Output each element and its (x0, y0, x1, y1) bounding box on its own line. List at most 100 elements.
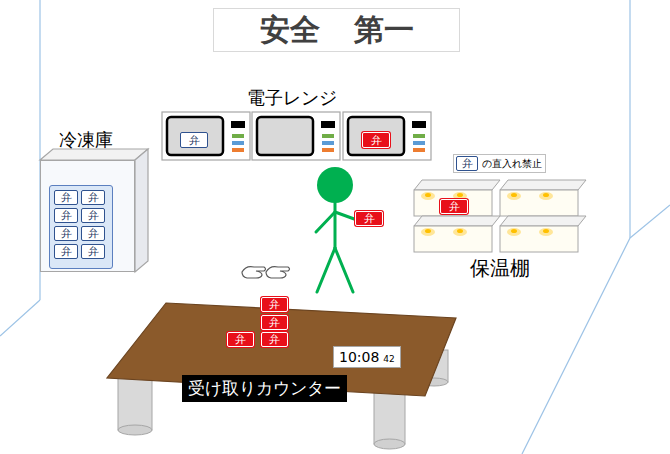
shelf-compartment (500, 190, 578, 216)
bento-box: 弁 (261, 297, 288, 312)
reception-counter: 受け取りカウンター弁弁弁弁10:0842 (105, 290, 455, 402)
warming-shelf (414, 180, 586, 252)
bento-box: 弁 (54, 244, 78, 259)
bento-mark: 弁 (269, 317, 280, 328)
bento-box: 弁 (54, 190, 78, 205)
heat-lamp (425, 193, 431, 197)
bento-box: 弁 (261, 332, 288, 347)
bento-box: 弁 (261, 315, 288, 330)
hand-gesture-icons (242, 267, 290, 278)
heat-lamp (511, 229, 517, 233)
microwave (343, 112, 431, 160)
shelf-top (500, 180, 586, 190)
drawing-part (322, 134, 334, 138)
bento-box: 弁 (440, 199, 468, 214)
bento-box: 弁 (180, 132, 208, 148)
drawing-part (321, 121, 335, 128)
digital-clock: 10:0842 (333, 346, 401, 368)
drawing-part (118, 425, 152, 435)
wall-edge (629, 0, 630, 238)
floor-edge (0, 300, 40, 336)
drawing-part (413, 148, 425, 152)
drawing-part (412, 121, 426, 128)
drawing-part (242, 267, 266, 278)
drawing-part (232, 134, 244, 138)
drawing-part (252, 112, 340, 160)
heat-glow (539, 228, 553, 236)
heat-lamp (543, 229, 549, 233)
bento-mark: 弁 (364, 213, 375, 224)
shelf-top (414, 216, 500, 226)
title-sign: 安全第一 (213, 8, 460, 52)
bento-mark: 弁 (189, 135, 200, 146)
bento-mark: 弁 (371, 135, 382, 146)
bento-box: 弁 (81, 226, 105, 241)
bento-mark: 弁 (61, 192, 72, 203)
bento-mark: 弁 (88, 228, 99, 239)
heat-glow (507, 228, 521, 236)
sign-text: 第一 (354, 10, 414, 51)
bento-mark: 弁 (235, 334, 246, 345)
freezer: 冷凍庫弁弁弁弁弁弁弁弁 (40, 160, 135, 272)
group-label: 電子レンジ (247, 86, 337, 110)
bento-mark: 弁 (61, 210, 72, 221)
drawing-part (413, 134, 425, 138)
shelf-compartment (414, 226, 492, 252)
drawing-part (162, 112, 250, 160)
drawing-part (335, 248, 353, 292)
bento-box: 弁 (81, 190, 105, 205)
drawing-part (322, 148, 334, 152)
bento-box: 弁 (362, 132, 390, 148)
bento-mark: 弁 (88, 246, 99, 257)
heat-lamp (425, 229, 431, 233)
drawing-part (348, 117, 404, 155)
bento-box: 弁 (81, 208, 105, 223)
drawing-part (374, 439, 405, 449)
bento-mark: 弁 (269, 299, 280, 310)
freezer-3d (40, 149, 148, 272)
notice-text: の直入れ禁止 (482, 157, 542, 171)
drawing-part (232, 148, 244, 152)
heat-lamp (457, 193, 463, 197)
bento-mark: 弁 (61, 228, 72, 239)
bento-box: 弁 (227, 332, 254, 347)
heat-glow (539, 192, 553, 200)
bento-mark: 弁 (462, 158, 473, 169)
bento-icon: 弁 (456, 156, 478, 171)
clock-seconds: 42 (383, 354, 394, 364)
bento-mark: 弁 (449, 201, 460, 212)
shelf-compartment (414, 190, 492, 216)
bento-mark: 弁 (61, 246, 72, 257)
heat-lamp (543, 193, 549, 197)
bento-mark: 弁 (88, 210, 99, 221)
heat-lamp (457, 229, 463, 233)
drawing-part (135, 149, 148, 272)
bento-box: 弁 (81, 244, 105, 259)
microwaves (162, 112, 431, 160)
counter-label: 受け取りカウンター (182, 375, 347, 402)
drawing-part (167, 117, 223, 155)
drawing-part (232, 141, 244, 145)
drawing-part (374, 388, 405, 444)
heat-glow (507, 192, 521, 200)
heat-glow (453, 228, 467, 236)
heat-glow (421, 192, 435, 200)
shelf-top (500, 216, 586, 226)
drawing-part (322, 141, 334, 145)
drawing-part (317, 248, 335, 292)
drawing-part (231, 121, 245, 128)
person (316, 167, 357, 292)
bento-box: 弁 (54, 226, 78, 241)
bento-box: 弁 (54, 208, 78, 223)
drawing-part (413, 141, 425, 145)
sign-text: 安全 (260, 10, 320, 51)
microwave (252, 112, 340, 160)
bento-mark: 弁 (269, 334, 280, 345)
warming-shelf: 保温棚弁 (412, 178, 582, 254)
drawing-part (257, 117, 313, 155)
bento-mark: 弁 (88, 192, 99, 203)
drawing-part (343, 112, 431, 160)
heat-lamp (511, 193, 517, 197)
